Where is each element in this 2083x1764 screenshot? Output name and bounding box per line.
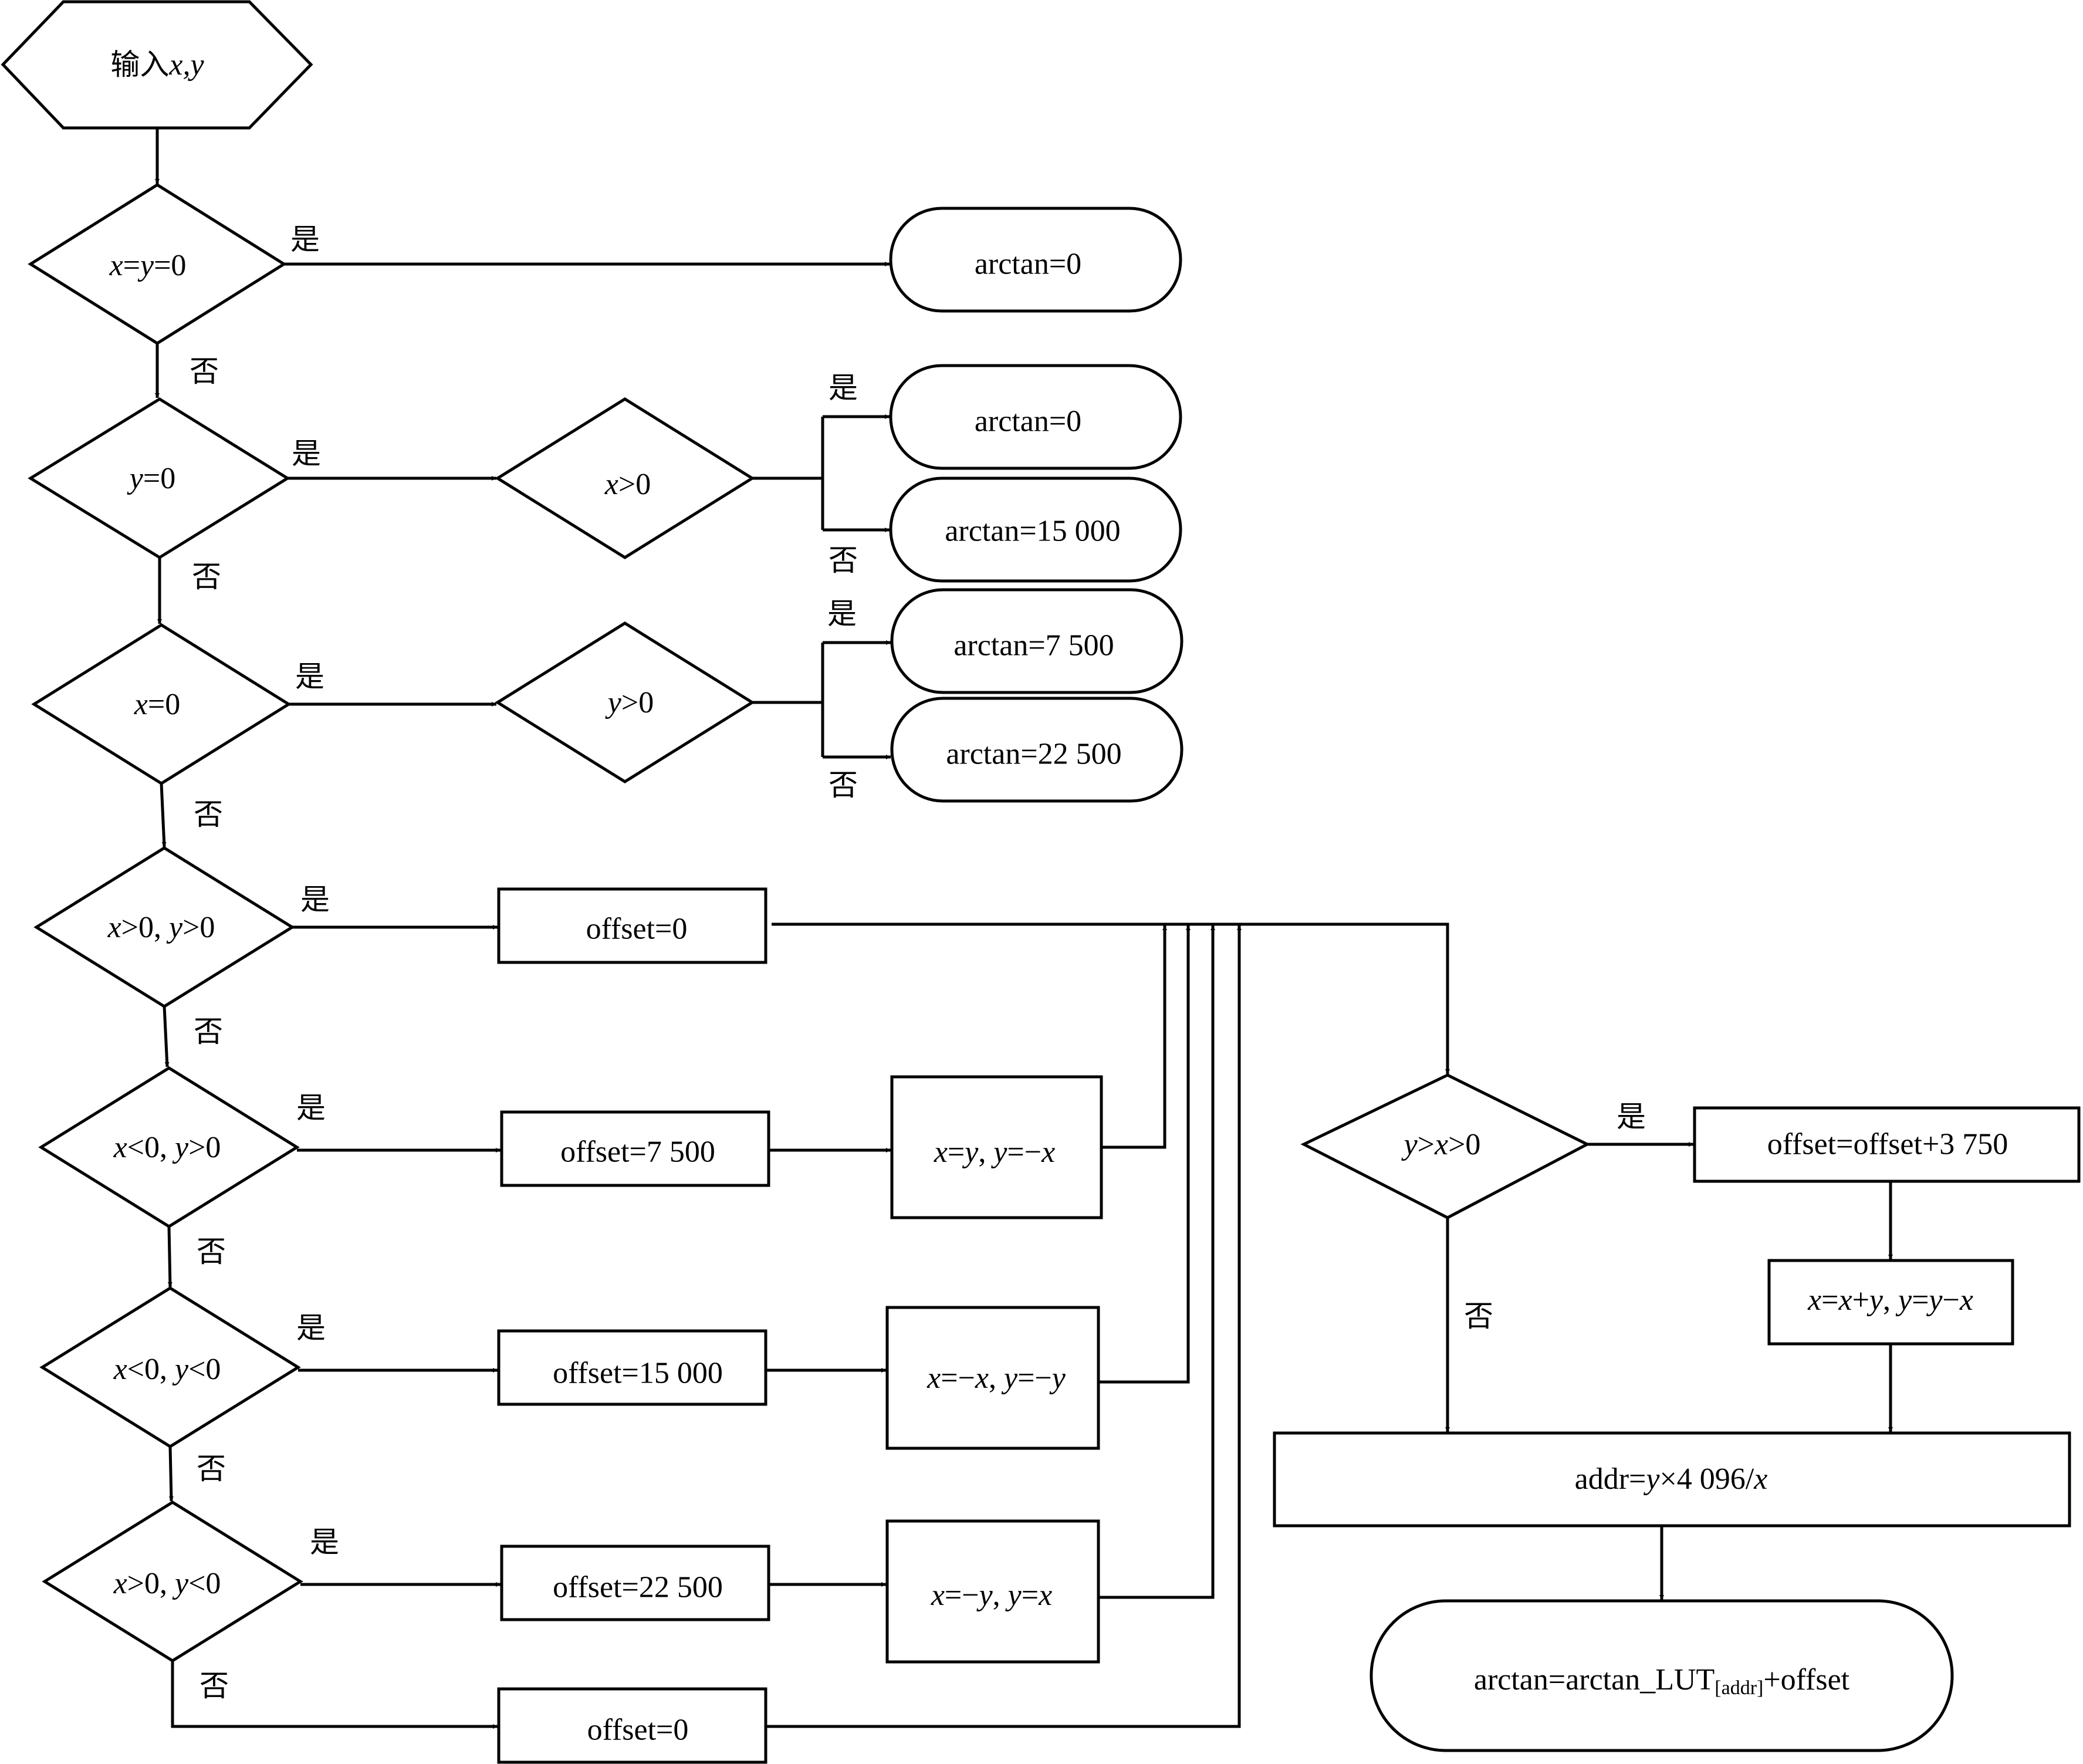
offset-box-2 — [500, 1110, 770, 1187]
connector — [160, 783, 167, 847]
no-label: 否 — [194, 797, 223, 832]
no-label: 否 — [192, 560, 221, 594]
connector — [1098, 925, 1215, 1599]
connector — [171, 1661, 498, 1729]
decision-label-q4: x>0, y<0 — [113, 1567, 221, 1600]
decision-label-x-positive: x>0 — [604, 468, 651, 501]
terminal-arctan-0-second — [889, 364, 1182, 470]
offset-add-label: offset=offset+3 750 — [1767, 1128, 2008, 1161]
offset-label-4: offset=22 500 — [553, 1571, 723, 1604]
offset-label-5: offset=0 — [587, 1714, 689, 1747]
final-terminal — [1369, 1599, 1954, 1752]
no-label: 否 — [199, 1669, 229, 1703]
connector — [772, 922, 1450, 1074]
terminal-arctan-22500 — [890, 697, 1183, 803]
offset-label-2: offset=7 500 — [560, 1136, 715, 1169]
update-xy-box — [1767, 1259, 2014, 1346]
swap-box-3 — [885, 1306, 1100, 1450]
input-node — [1, 0, 313, 130]
yes-label: 是 — [292, 437, 321, 471]
connector — [1101, 925, 1167, 1149]
offset-box-5 — [497, 1687, 767, 1764]
connector — [766, 925, 1242, 1728]
terminal-arctan-15000 — [889, 477, 1182, 583]
decision-label-q2: x<0, y>0 — [113, 1131, 221, 1164]
terminal-label-5: arctan=22 500 — [946, 738, 1121, 771]
decision-label-q3: x<0, y<0 — [113, 1353, 221, 1386]
swap-label-3: x=−x, y=−y — [926, 1361, 1066, 1395]
no-label: 否 — [197, 1235, 226, 1269]
no-label: 否 — [829, 768, 858, 802]
no-label: 否 — [197, 1452, 226, 1486]
swap-box-4 — [885, 1519, 1100, 1664]
addr-label: addr=y×4 096/x — [1575, 1462, 1768, 1496]
yes-label: 是 — [300, 883, 330, 917]
decision-label-y-zero: y=0 — [127, 462, 175, 495]
addr-box — [1273, 1431, 2071, 1528]
decision-q2 — [38, 1066, 300, 1228]
swap-box-2 — [890, 1075, 1103, 1219]
decision-q4 — [42, 1501, 303, 1662]
yes-label: 是 — [827, 597, 857, 631]
no-label: 否 — [829, 543, 858, 577]
offset-box-3 — [497, 1329, 767, 1406]
connector — [163, 1006, 170, 1067]
connector — [1098, 925, 1191, 1384]
offset-label-1: offset=0 — [586, 913, 688, 946]
offset-add-box — [1693, 1106, 2081, 1183]
decision-label-q1: x>0, y>0 — [107, 911, 215, 944]
yes-label: 是 — [295, 660, 324, 694]
yes-label: 是 — [296, 1091, 326, 1125]
offset-box-1 — [497, 887, 767, 964]
yes-label: 是 — [296, 1311, 326, 1345]
decision-q3 — [39, 1286, 301, 1448]
decision-label-y-gt-x: y>x>0 — [1401, 1128, 1481, 1161]
terminal-label-1: arctan=0 — [975, 248, 1081, 281]
swap-label-2: x=y, y=−x — [934, 1136, 1055, 1169]
yes-label: 是 — [310, 1525, 339, 1559]
input-label: 输入x,y — [110, 48, 204, 82]
final-label: arctan=arctan_LUT[addr]+offset — [1474, 1663, 1850, 1699]
terminal-arctan-0-top — [889, 207, 1182, 313]
decision-label-y-positive: y>0 — [605, 686, 654, 719]
no-label: 否 — [1464, 1299, 1493, 1333]
update-xy-label: x=x+y, y=y−x — [1807, 1283, 1973, 1317]
swap-label-4: x=−y, y=x — [931, 1579, 1052, 1612]
no-label: 否 — [190, 354, 219, 388]
connector — [168, 1446, 174, 1502]
offset-label-3: offset=15 000 — [553, 1357, 723, 1390]
terminal-label-2: arctan=0 — [975, 405, 1081, 438]
terminal-arctan-7500 — [890, 588, 1183, 694]
terminal-label-3: arctan=15 000 — [945, 515, 1120, 548]
yes-label: 是 — [290, 222, 320, 256]
decision-label-xy-zero: x=y=0 — [109, 249, 187, 282]
no-label: 否 — [194, 1015, 223, 1049]
yes-label: 是 — [829, 371, 858, 405]
yes-label: 是 — [1617, 1100, 1646, 1134]
terminal-label-4: arctan=7 500 — [953, 629, 1114, 663]
connector — [167, 1226, 173, 1287]
decision-label-x-zero: x=0 — [134, 688, 180, 721]
